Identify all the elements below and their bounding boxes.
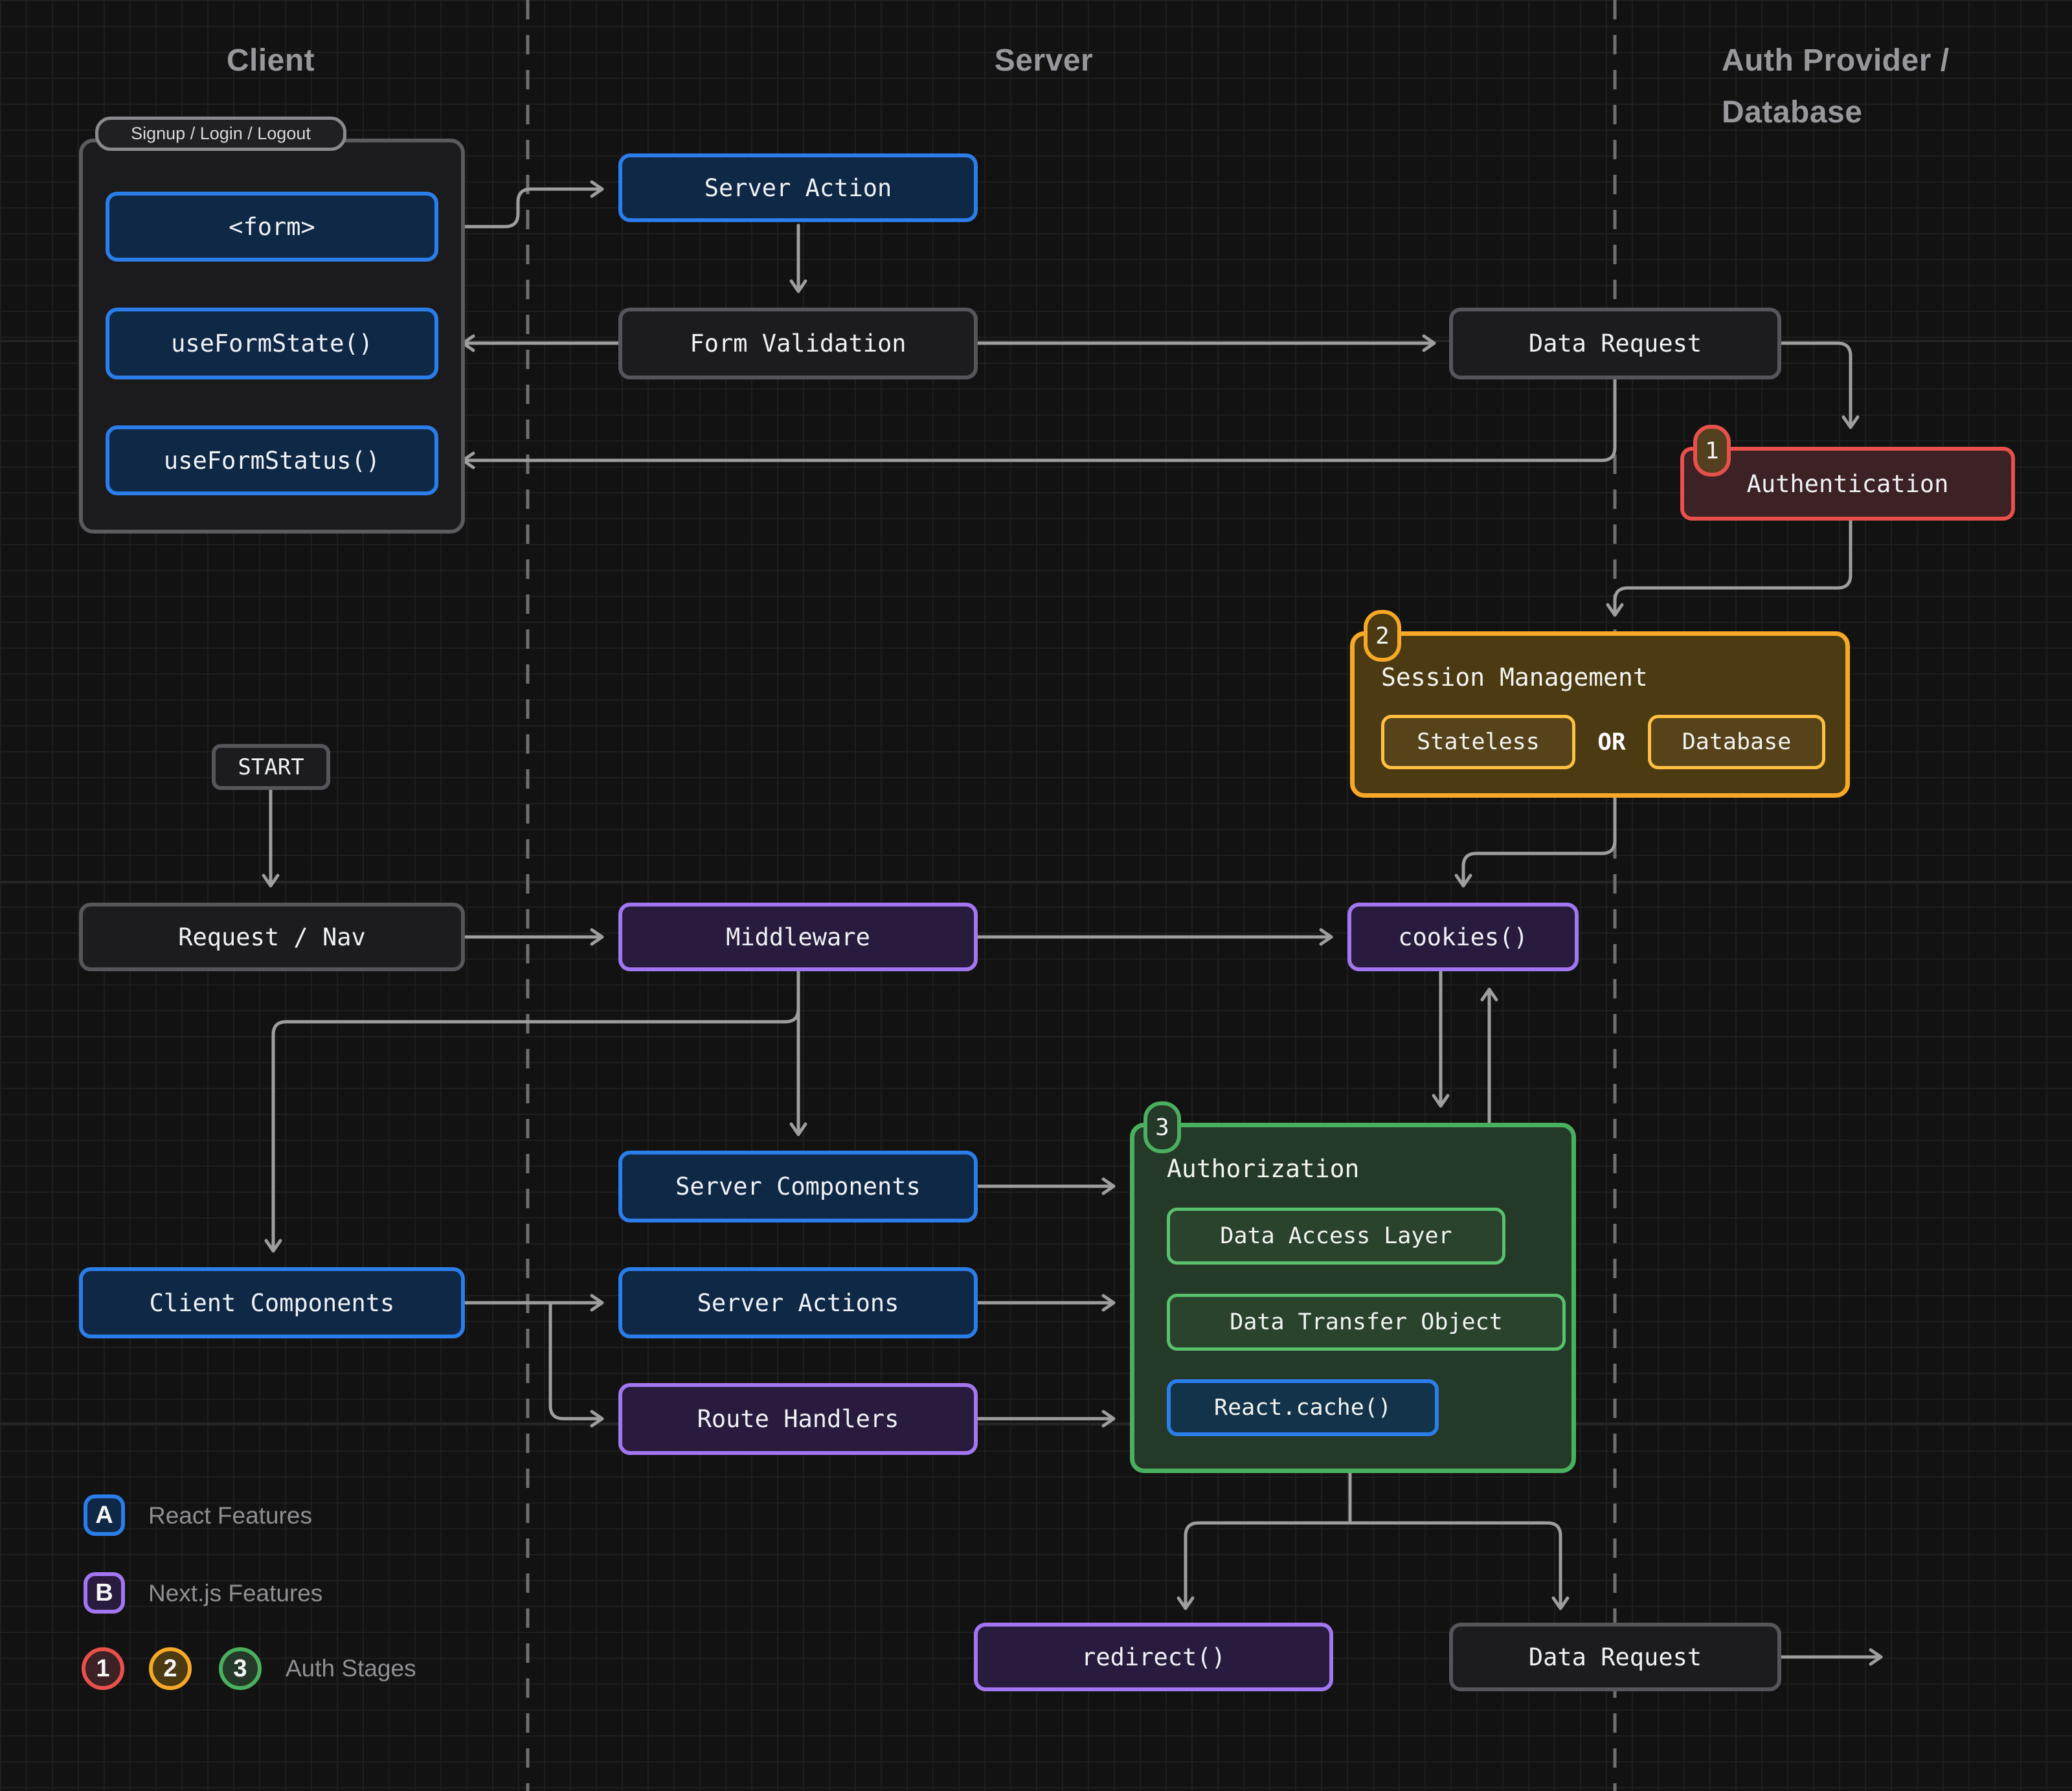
column-heading-client: Client bbox=[226, 43, 315, 78]
legend-stage-1-circle: 1 bbox=[82, 1647, 124, 1690]
node-stateless: Stateless bbox=[1381, 715, 1575, 769]
node-route-handlers: Route Handlers bbox=[618, 1383, 978, 1455]
node-server-action: Server Action bbox=[618, 153, 978, 222]
legend-react-text: React Features bbox=[148, 1502, 312, 1529]
legend-react-badge: A bbox=[84, 1494, 125, 1536]
node-session-management: 2 Session Management Stateless OR Databa… bbox=[1350, 610, 1850, 798]
auth-stage-2-badge: 2 bbox=[1364, 610, 1401, 662]
session-or-label: OR bbox=[1597, 728, 1626, 756]
auth-stage-1-badge: 1 bbox=[1693, 425, 1731, 477]
node-authentication: 1 Authentication bbox=[1680, 425, 2015, 521]
node-authentication-label: Authentication bbox=[1746, 469, 1949, 498]
node-data-request-bottom: Data Request bbox=[1449, 1623, 1781, 1691]
node-server-actions: Server Actions bbox=[618, 1267, 978, 1338]
client-auth-group-tag: Signup / Login / Logout bbox=[95, 117, 346, 151]
legend-nextjs-text: Next.js Features bbox=[148, 1580, 323, 1606]
node-redirect: redirect() bbox=[974, 1623, 1333, 1691]
node-data-transfer-object: Data Transfer Object bbox=[1167, 1294, 1566, 1351]
node-data-access-layer: Data Access Layer bbox=[1167, 1208, 1505, 1265]
node-react-cache: React.cache() bbox=[1167, 1379, 1439, 1436]
legend-nextjs-badge: B bbox=[84, 1572, 125, 1614]
auth-stage-3-badge: 3 bbox=[1143, 1101, 1181, 1153]
column-heading-auth-line2: Database bbox=[1722, 95, 1863, 130]
arrows bbox=[262, 180, 1883, 1666]
legend-stage-3-circle: 3 bbox=[219, 1647, 262, 1690]
node-use-form-state: useFormState() bbox=[106, 308, 438, 379]
node-cookies: cookies() bbox=[1347, 903, 1579, 971]
node-client-components: Client Components bbox=[79, 1267, 465, 1338]
node-start: START bbox=[212, 744, 330, 790]
node-form-validation: Form Validation bbox=[618, 308, 978, 379]
authorization-label: Authorization bbox=[1167, 1155, 1360, 1183]
node-server-components: Server Components bbox=[618, 1151, 978, 1222]
session-management-label: Session Management bbox=[1381, 663, 1648, 692]
node-database: Database bbox=[1648, 715, 1825, 769]
legend-stages-text: Auth Stages bbox=[286, 1655, 416, 1682]
node-middleware: Middleware bbox=[618, 903, 978, 971]
node-form: <form> bbox=[106, 192, 438, 262]
column-dividers bbox=[526, 0, 1617, 1791]
column-heading-auth-line1: Auth Provider / bbox=[1722, 43, 1950, 78]
node-data-request-top: Data Request bbox=[1449, 308, 1781, 379]
legend-stage-2-circle: 2 bbox=[149, 1647, 192, 1690]
node-authorization: 3 Authorization Data Access Layer Data T… bbox=[1130, 1101, 1576, 1473]
column-heading-server: Server bbox=[994, 43, 1094, 78]
node-request-nav: Request / Nav bbox=[79, 903, 465, 971]
node-use-form-status: useFormStatus() bbox=[106, 425, 438, 495]
